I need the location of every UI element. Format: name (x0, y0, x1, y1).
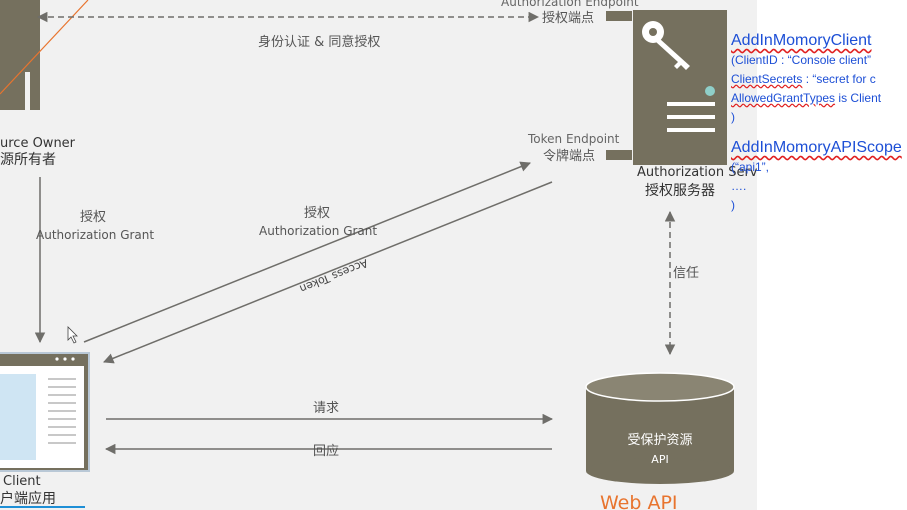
api-label-en: API (651, 453, 668, 466)
slide: urce Owner 源所有者 Authorization Server 授权服… (0, 0, 757, 510)
scope-note-line: …. (731, 179, 747, 193)
api-label-zh: 受保护资源 (627, 433, 692, 448)
token-endpoint-label: Token Endpoint (527, 132, 620, 146)
client-name-en: Client (3, 474, 41, 489)
grant-left-en: Authorization Grant (36, 228, 154, 242)
authorization-endpoint-zh: 授权端点 (542, 10, 594, 26)
grant-left-zh: 授权 (80, 209, 106, 225)
scope-note-line: ) (731, 198, 735, 212)
auth-server-box (606, 10, 727, 165)
request-label: 请求 (313, 401, 339, 416)
web-api-title: Web API (600, 492, 678, 510)
access-token-label: Access Token (298, 256, 370, 295)
grant-mid-zh: 授权 (304, 205, 330, 221)
key-icon (642, 21, 690, 70)
client-note-line: ) (731, 110, 735, 124)
resource-owner-name-en: urce Owner (0, 136, 76, 151)
scope-note-line: (“api1”, (731, 160, 770, 174)
scope-note-title: AddInMomoryAPIScope (731, 139, 902, 156)
client-note-line: ClientSecrets : “secret for c (731, 72, 876, 86)
oauth-diagram: urce Owner 源所有者 Authorization Server 授权服… (0, 0, 757, 510)
resource-owner-name-zh: 源所有者 (0, 152, 56, 168)
grant-to-token-arrow (83, 161, 531, 343)
access-token-arrow (103, 181, 553, 364)
response-label: 回应 (313, 443, 339, 459)
browser-window-icon (0, 352, 90, 472)
client-note-title: AddInMomoryClient (731, 32, 872, 49)
auth-server-name-en: Authorization Server (637, 165, 757, 180)
client-name-zh: 户端应用 (0, 490, 56, 507)
client-note-line: (ClientID : “Console client” (731, 53, 872, 67)
client-note-line: AllowedGrantTypes is Client (731, 91, 882, 105)
token-endpoint-zh: 令牌端点 (543, 148, 595, 164)
code-notes: AddInMomoryClient (ClientID : “Console c… (731, 30, 907, 250)
trust-label: 信任 (673, 266, 699, 281)
database-icon (585, 372, 735, 484)
authenticate-label: 身份认证 & 同意授权 (258, 34, 380, 50)
auth-server-name-zh: 授权服务器 (645, 183, 715, 199)
grant-mid-en: Authorization Grant (259, 224, 377, 238)
authorization-endpoint-label: Authorization Endpoint (501, 0, 639, 9)
cursor-icon (67, 326, 78, 344)
